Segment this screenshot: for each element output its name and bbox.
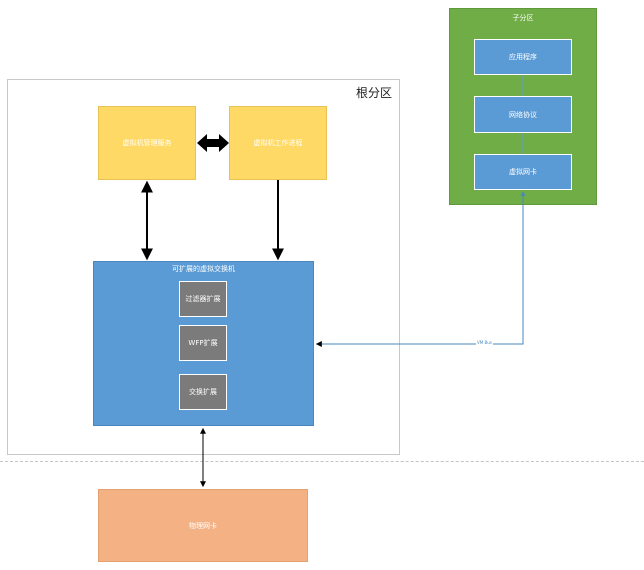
filter-extension-box[interactable]: 过滤器扩展 [179, 281, 227, 317]
hardware-separator-line [0, 461, 644, 462]
root-partition-label: 根分区 [356, 86, 393, 100]
network-protocol-box[interactable]: 网络协议 [474, 96, 572, 133]
application-box[interactable]: 应用程序 [474, 39, 572, 75]
physical-nic-box[interactable]: 物理网卡 [98, 489, 308, 562]
switch-extension-box[interactable]: 交换扩展 [179, 374, 227, 410]
extensible-virtual-switch-title: 可扩展的虚拟交换机 [172, 265, 235, 273]
wfp-extension-box[interactable]: WFP扩展 [179, 325, 227, 361]
vm-worker-process-box[interactable]: 虚拟机工作进程 [229, 106, 327, 180]
vm-management-service-box[interactable]: 虚拟机管理服务 [98, 106, 196, 180]
child-partition-label: 子分区 [512, 14, 534, 22]
vmbus-label: VM Bus [476, 340, 493, 345]
virtual-nic-box[interactable]: 虚拟网卡 [474, 154, 572, 190]
